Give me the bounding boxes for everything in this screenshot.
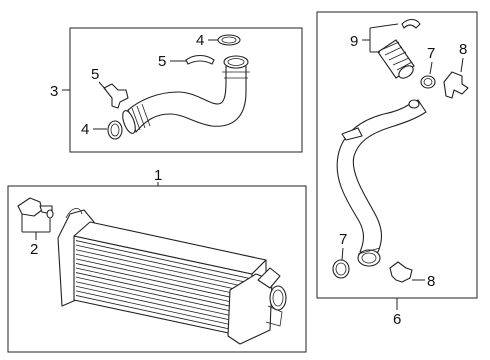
callout-5-top: 5 — [158, 53, 166, 70]
fin-line — [75, 244, 251, 284]
fin-line — [75, 240, 251, 279]
fin-line — [75, 281, 251, 321]
callout-7-upper: 7 — [427, 45, 435, 62]
callout-3: 3 — [50, 83, 58, 100]
seal-ring-right-lower — [332, 259, 350, 279]
clamp-right-upper — [443, 71, 469, 99]
seal-ring-right-upper — [420, 75, 436, 89]
clamp-right-lower — [389, 261, 413, 283]
fin-line — [75, 295, 251, 334]
seal-ring-upper — [217, 34, 241, 46]
fin-line — [75, 267, 251, 307]
hose-boot — [377, 39, 415, 79]
callout-8-upper: 8 — [459, 41, 467, 58]
fin-line — [75, 276, 251, 316]
callout-8-lower: 8 — [427, 273, 435, 290]
pressure-sensor — [17, 197, 54, 219]
fin-line — [75, 272, 251, 311]
callout-9: 9 — [350, 33, 358, 50]
group-box-3 — [69, 27, 303, 153]
intercooler-outlet-hose — [336, 99, 427, 267]
callout-4-upper: 4 — [196, 32, 204, 49]
boot-clip — [401, 18, 421, 29]
fin-line — [75, 258, 251, 298]
callout-5-left: 5 — [91, 66, 99, 83]
clamp-left — [103, 83, 129, 109]
fin-line — [75, 290, 251, 330]
callout-7-lower: 7 — [339, 231, 347, 248]
callout-1: 1 — [154, 167, 162, 184]
callout-6: 6 — [393, 311, 401, 328]
group-box-1 — [7, 185, 307, 353]
seal-ring-lower — [107, 120, 123, 140]
clamp-top — [185, 54, 215, 65]
intercooler-inlet-hose — [122, 55, 250, 134]
fin-line — [75, 263, 251, 302]
fin-line — [75, 249, 251, 289]
callout-2: 2 — [30, 241, 38, 258]
intercooler-fins — [75, 240, 251, 334]
intercooler — [57, 208, 287, 345]
fin-line — [75, 253, 251, 293]
fin-line — [75, 285, 251, 325]
callout-4-lower: 4 — [81, 121, 89, 138]
